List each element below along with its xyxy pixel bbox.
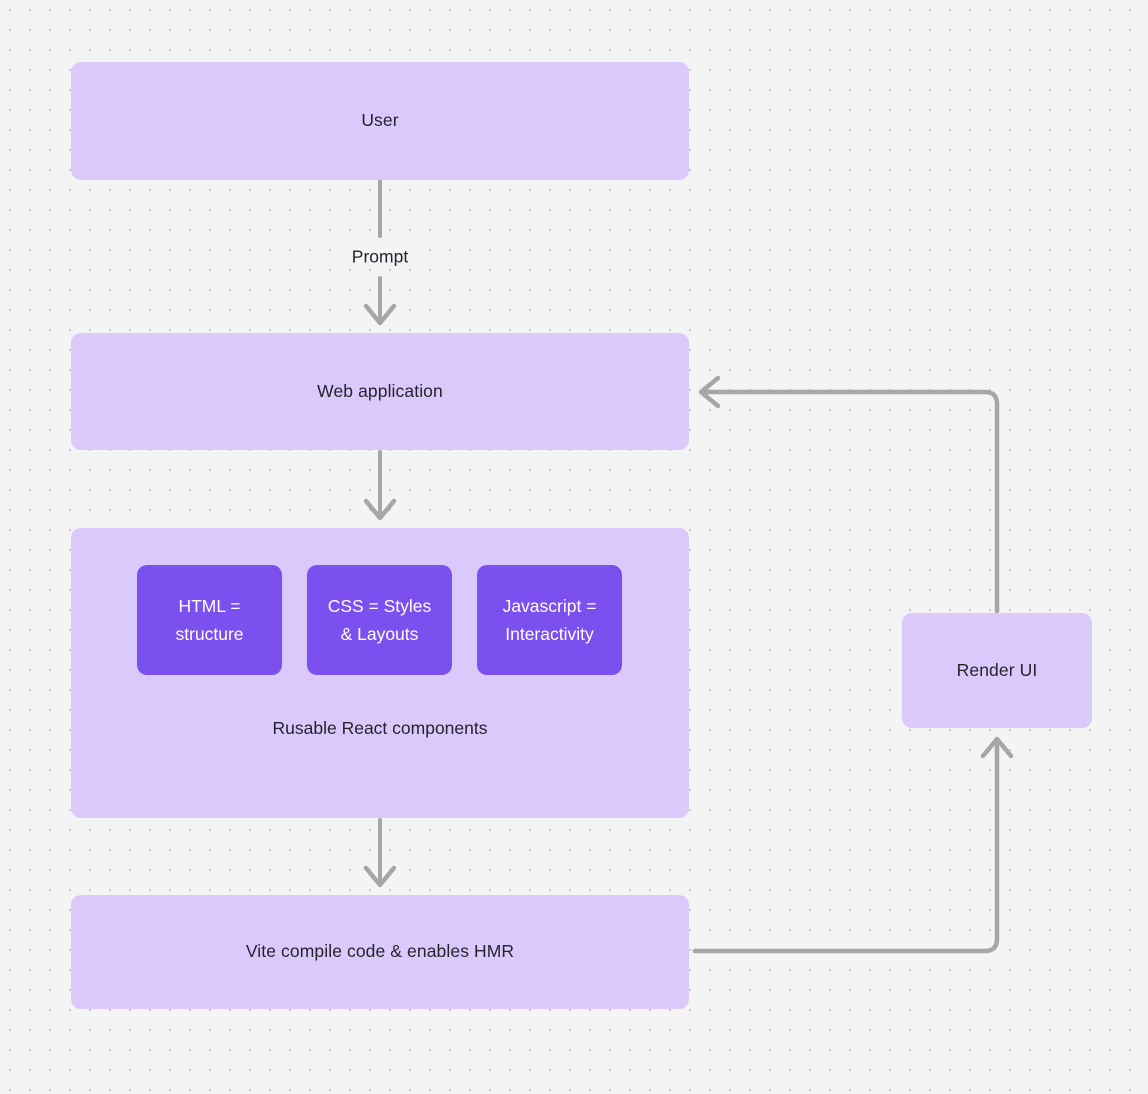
chip-javascript-label: Javascript = Interactivity	[502, 596, 597, 644]
node-components[interactable]: HTML = structure CSS = Styles & Layouts …	[71, 528, 689, 818]
node-user-label: User	[361, 110, 399, 131]
node-web-application-label: Web application	[317, 380, 443, 401]
edge-vite-to-render-ui	[692, 736, 1014, 954]
edge-user-to-webapp-arrow	[363, 276, 397, 326]
edge-label-prompt: Prompt	[344, 245, 416, 269]
node-vite-label: Vite compile code & enables HMR	[245, 941, 515, 962]
components-caption: Rusable React components	[71, 718, 689, 739]
edge-components-to-vite	[363, 818, 397, 888]
chip-html[interactable]: HTML = structure	[137, 565, 282, 675]
edge-webapp-to-components	[363, 450, 397, 521]
edge-render-ui-to-webapp	[698, 375, 1000, 614]
chip-html-label: HTML = structure	[175, 596, 244, 644]
components-caption-label: Rusable React components	[272, 718, 488, 738]
chip-css-label: CSS = Styles & Layouts	[327, 596, 432, 644]
node-render-ui-label: Render UI	[956, 659, 1038, 680]
chip-javascript[interactable]: Javascript = Interactivity	[477, 565, 622, 675]
node-user[interactable]: User	[71, 62, 689, 180]
node-render-ui[interactable]: Render UI	[902, 613, 1092, 728]
chip-css[interactable]: CSS = Styles & Layouts	[307, 565, 452, 675]
node-web-application[interactable]: Web application	[71, 333, 689, 450]
chip-group: HTML = structure CSS = Styles & Layouts …	[137, 565, 622, 675]
node-vite[interactable]: Vite compile code & enables HMR	[71, 895, 689, 1009]
